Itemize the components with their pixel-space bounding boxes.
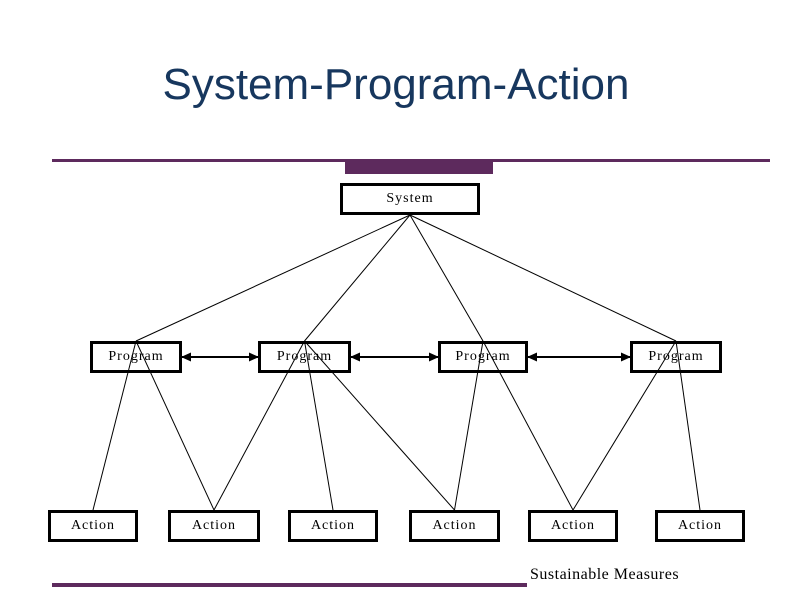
node-box-action: Action xyxy=(48,510,138,542)
connector-line xyxy=(675,340,701,511)
footer-rule xyxy=(52,583,527,587)
node-box-program: Program xyxy=(90,341,182,373)
node-box-program: Program xyxy=(258,341,351,373)
connector-line xyxy=(304,340,334,511)
connector-line xyxy=(304,214,411,342)
node-label: Program xyxy=(108,349,164,364)
node-label: Action xyxy=(677,518,723,533)
connector-line xyxy=(572,340,677,511)
node-label: Action xyxy=(191,518,237,533)
title-accent-bar xyxy=(345,159,493,174)
slide-title: System-Program-Action xyxy=(162,60,630,109)
node-box-action: Action xyxy=(288,510,378,542)
connector-line xyxy=(409,214,484,342)
node-box-action: Action xyxy=(655,510,745,542)
connector-line xyxy=(409,214,677,342)
node-label: Program xyxy=(648,349,704,364)
node-box-system: System xyxy=(340,183,480,215)
connector-line xyxy=(135,214,411,342)
node-box-action: Action xyxy=(168,510,260,542)
connector-line xyxy=(304,340,455,511)
connector-line xyxy=(92,340,137,511)
node-label: Action xyxy=(310,518,356,533)
node-label: Action xyxy=(550,518,596,533)
node-label: System xyxy=(386,191,434,206)
node-box-action: Action xyxy=(528,510,618,542)
node-label: Action xyxy=(70,518,116,533)
connector-line xyxy=(135,340,215,511)
node-label: Program xyxy=(276,349,333,364)
connector-line xyxy=(482,340,574,511)
footer-credit: Sustainable Measures xyxy=(530,566,680,583)
node-label: Action xyxy=(432,518,477,533)
connector-line xyxy=(454,340,484,511)
node-box-program: Program xyxy=(630,341,722,373)
node-box-program: Program xyxy=(438,341,528,373)
connector-line xyxy=(213,340,305,511)
node-box-action: Action xyxy=(409,510,500,542)
node-label: Program xyxy=(455,349,511,364)
